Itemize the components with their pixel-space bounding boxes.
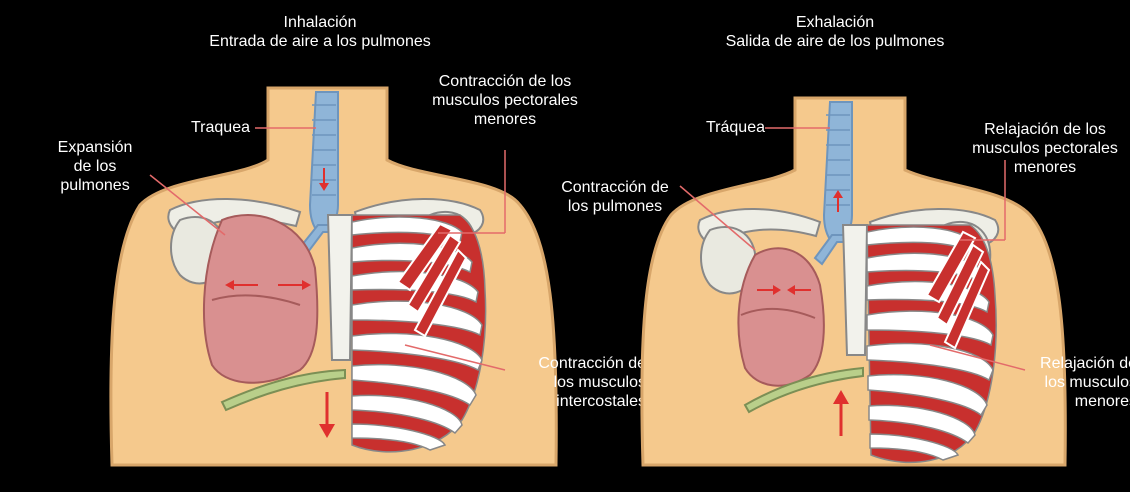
trachea-label: Tráquea (665, 118, 765, 137)
intercostal-relaxation-label: Relajación de los musculos menores (1005, 354, 1137, 411)
exhalation-panel: Exhalación Salida de aire de los pulmone… (575, 0, 1130, 492)
inhalation-panel: Inhalación Entrada de aire a los pulmone… (0, 0, 575, 492)
expanded-lung (204, 215, 317, 383)
lung-expansion-label: Expansión de los pulmones (40, 138, 150, 195)
trachea-label: Traquea (150, 118, 250, 137)
pectoral-relaxation-label: Relajación de los musculos pectorales me… (950, 120, 1140, 177)
inhalation-subtitle: Entrada de aire a los pulmones (170, 32, 470, 51)
sternum (328, 215, 352, 360)
trachea (824, 102, 852, 242)
exhalation-title: Exhalación (735, 13, 935, 32)
lung-contraction-label: Contracción de los pulmones (540, 178, 690, 216)
sternum (843, 225, 867, 355)
inhalation-title: Inhalación (220, 13, 420, 32)
exhalation-subtitle: Salida de aire de los pulmones (685, 32, 985, 51)
white-margin (1130, 0, 1144, 492)
exhalation-figure (575, 0, 1130, 492)
trachea (310, 92, 338, 232)
